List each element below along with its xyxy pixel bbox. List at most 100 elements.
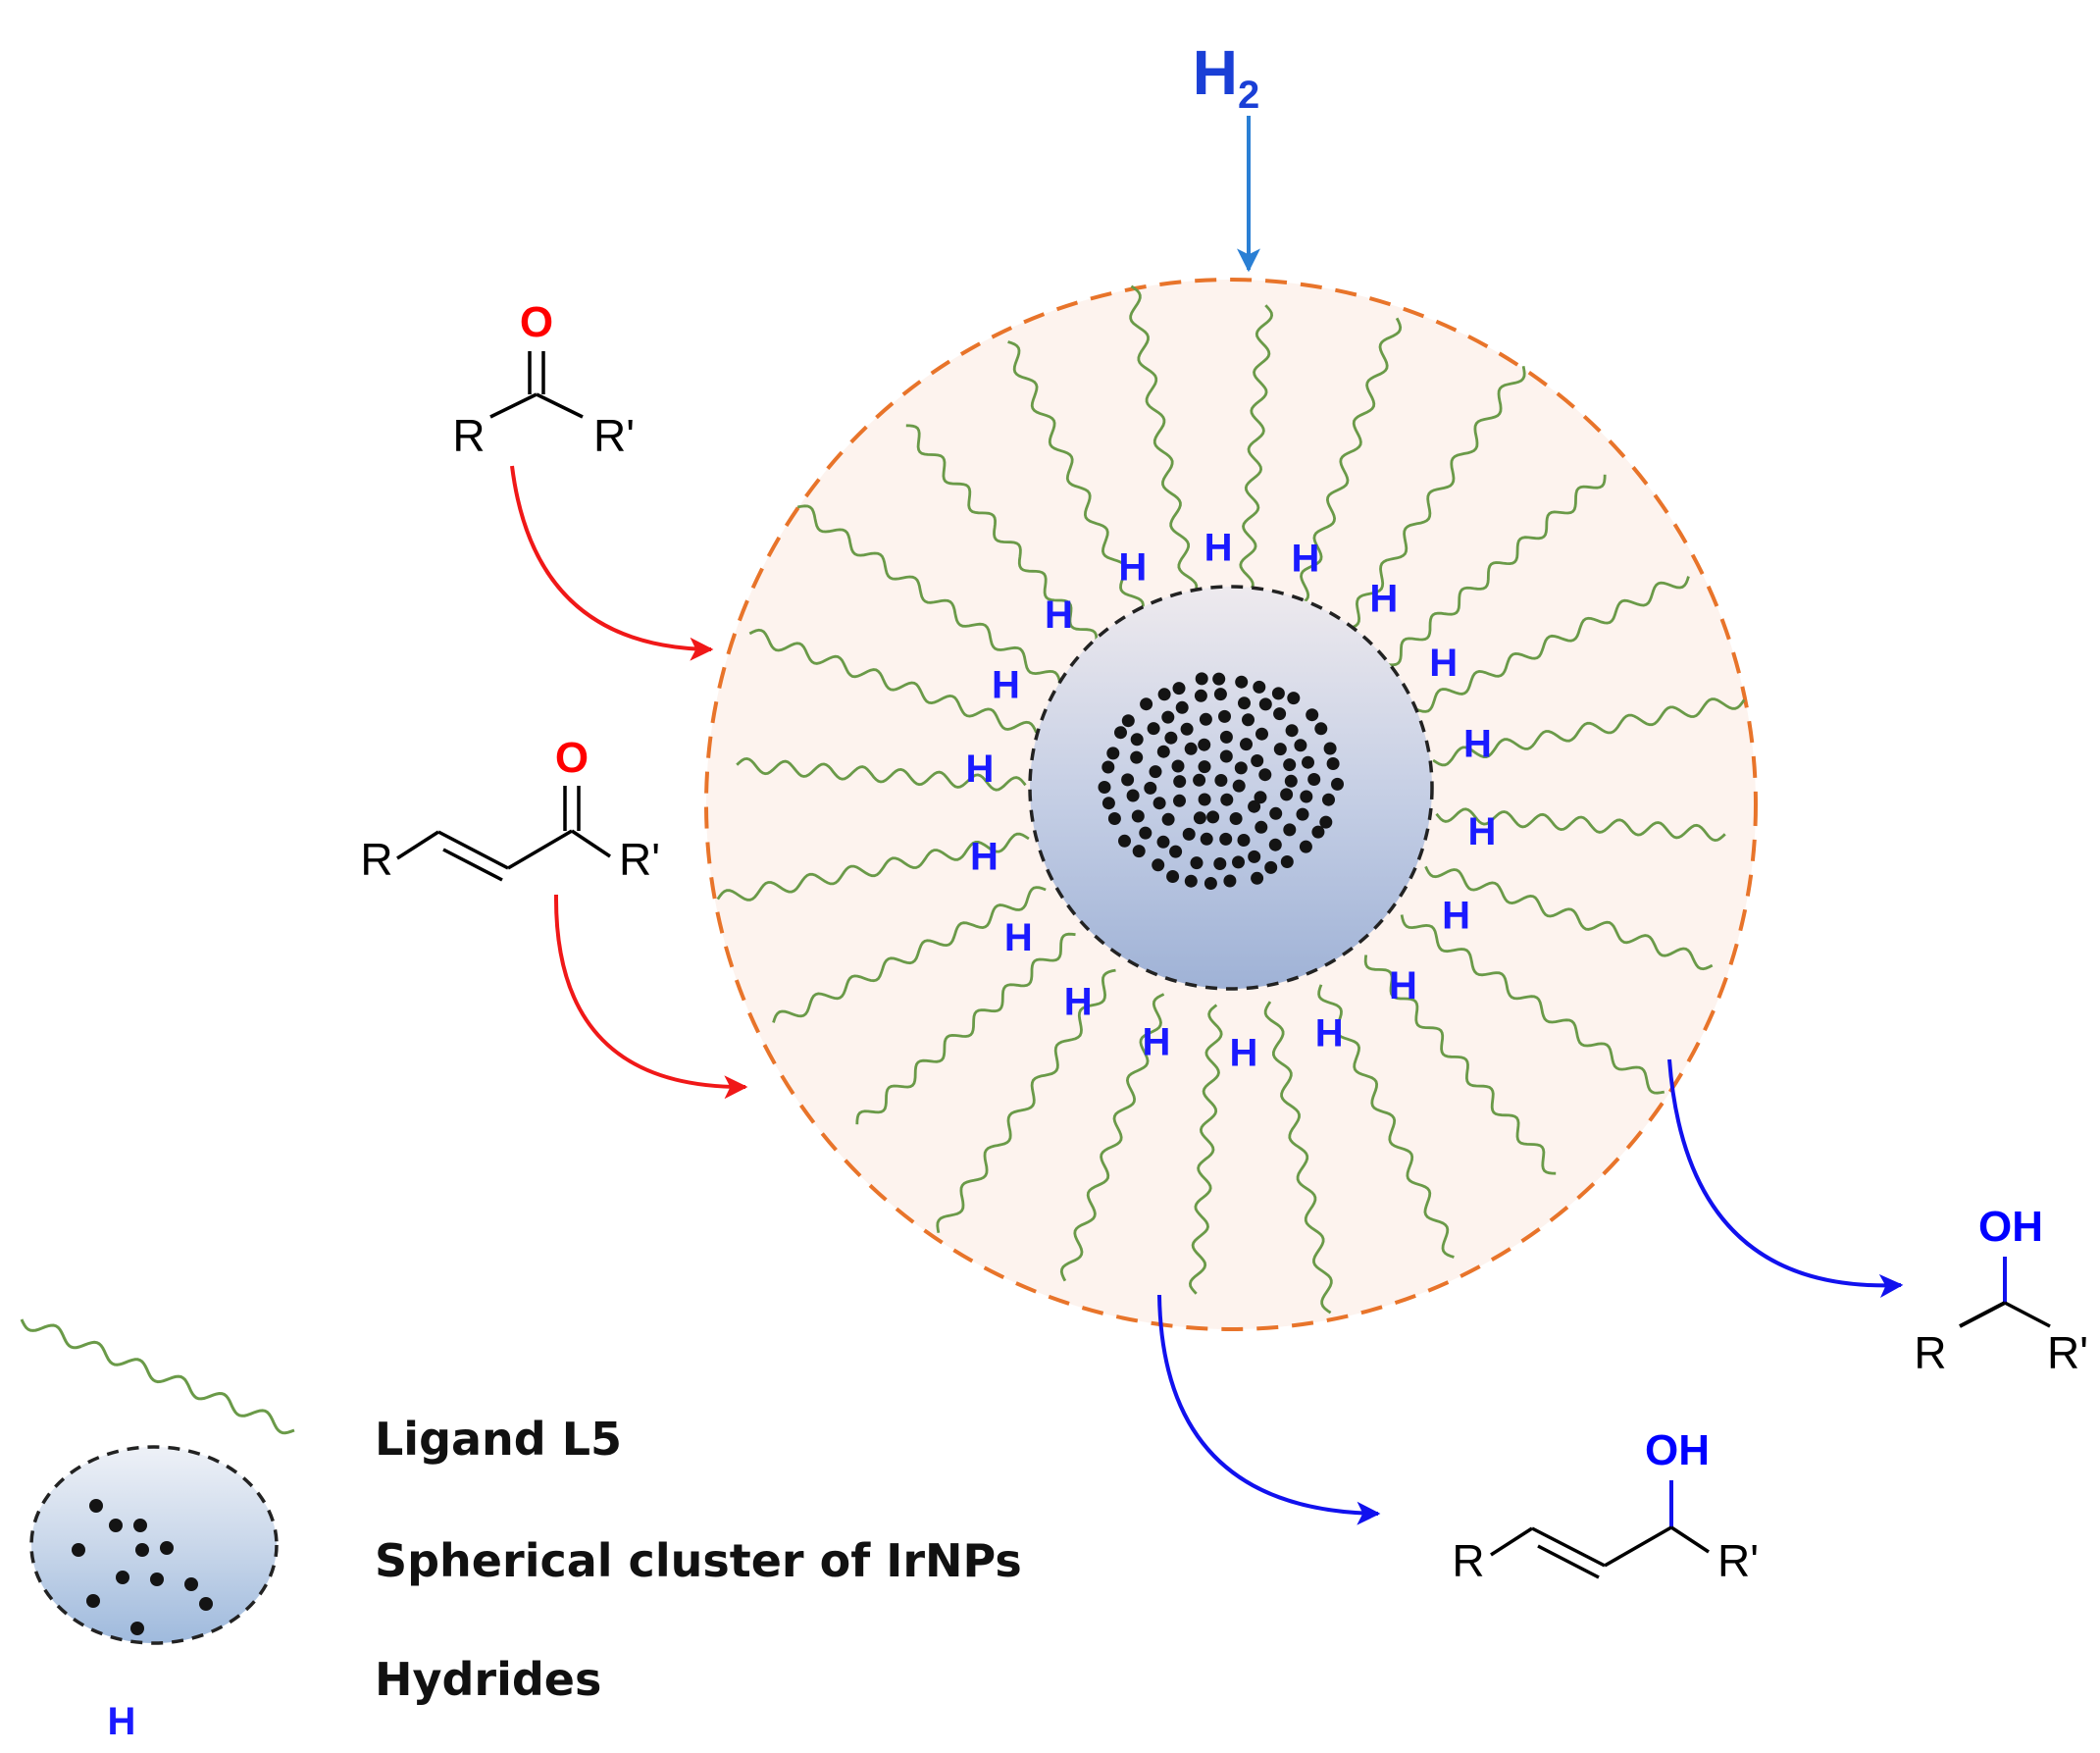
legend-cluster-dots xyxy=(72,1499,213,1635)
ir-nanoparticle-dot xyxy=(1180,722,1194,736)
ir-nanoparticle-dot xyxy=(1161,812,1175,826)
ligand-chain xyxy=(1059,993,1165,1282)
ir-nanoparticle-dot xyxy=(1156,835,1170,849)
ir-nanoparticle-dot xyxy=(1218,709,1231,723)
ir-nanoparticle-dot xyxy=(1213,688,1227,701)
hydride-label: H xyxy=(1204,526,1233,569)
ir-nanoparticle-dot xyxy=(1193,811,1206,825)
ir-nanoparticle-dot xyxy=(1144,781,1157,795)
ir-nanoparticle-dot xyxy=(1198,738,1211,751)
ir-nanoparticle-dot xyxy=(1132,845,1146,858)
hydride-label: H xyxy=(1064,981,1093,1024)
ir-nanoparticle-dot xyxy=(1149,765,1162,779)
hydride-label: H xyxy=(1429,642,1458,685)
ir-nanoparticle-dot xyxy=(1212,672,1226,686)
ir-nanoparticle-dot xyxy=(1280,788,1294,801)
ir-nanoparticle-dot xyxy=(1307,773,1321,786)
ir-nanoparticle-dot xyxy=(1223,874,1237,888)
legend-cluster-dot xyxy=(133,1519,147,1532)
ir-nanoparticle-dot xyxy=(1130,750,1144,764)
ligand-chain xyxy=(1424,865,1714,971)
ligand-chain xyxy=(1432,697,1746,767)
ir-nanoparticle-dot xyxy=(1232,779,1246,793)
ir-nanoparticle-dot xyxy=(1114,726,1127,740)
reactant-ketone: O R R' xyxy=(452,298,635,461)
ligand-chain xyxy=(772,886,1047,1023)
hydride-label: H xyxy=(1315,1012,1344,1056)
ir-nanoparticle-dots xyxy=(1098,672,1344,890)
h2-label: H2 xyxy=(1193,37,1259,117)
ir-nanoparticle-dot xyxy=(1269,806,1283,820)
ir-nanoparticle-dot xyxy=(1206,810,1220,824)
ir-nanoparticle-dot xyxy=(1251,754,1264,767)
ligand-chain xyxy=(1007,340,1145,615)
ir-nanoparticle-dot xyxy=(1264,860,1278,874)
legend-cluster-dot xyxy=(135,1543,149,1557)
ir-nanoparticle-dot xyxy=(1194,689,1207,702)
enone-r: R xyxy=(360,834,392,885)
alcohol-r: R xyxy=(1914,1327,1946,1378)
ir-nanoparticle-dot xyxy=(1121,714,1135,728)
hydride-label: H xyxy=(1389,964,1417,1007)
allylic-alcohol-r-prime: R' xyxy=(1717,1535,1759,1586)
allylic-alcohol-oh: OH xyxy=(1645,1426,1710,1474)
ir-nanoparticle-dot xyxy=(1190,856,1204,870)
hydride-label: H xyxy=(1143,1021,1171,1064)
ir-nanoparticle-dot xyxy=(1182,827,1196,841)
ir-nanoparticle-dot xyxy=(1255,820,1268,834)
ligand-chain xyxy=(905,424,1099,644)
legend-cluster-dot xyxy=(89,1499,103,1513)
ir-nanoparticle-dot xyxy=(1273,707,1287,721)
ir-nanoparticle-dot xyxy=(1254,791,1267,804)
legend-cluster-dot xyxy=(72,1543,85,1557)
hydride-label: H xyxy=(1369,577,1398,620)
hydride-label: H xyxy=(1442,895,1470,938)
hydride-label: H xyxy=(1229,1032,1257,1075)
ir-nanoparticle-dot xyxy=(1173,794,1186,807)
ir-nanoparticle-dot xyxy=(1248,850,1261,863)
ir-nanoparticle-dot xyxy=(1300,790,1313,803)
ligand-chain xyxy=(855,932,1076,1125)
ligand-chain xyxy=(1129,284,1199,598)
ligand-chain xyxy=(1188,1004,1223,1295)
ligand-chain xyxy=(1363,954,1557,1175)
ir-nanoparticle-dot xyxy=(1166,870,1180,883)
ir-nanoparticle-dot xyxy=(1232,855,1245,869)
ir-nanoparticle-dot xyxy=(1157,688,1171,701)
ir-nanoparticle-dot xyxy=(1237,834,1251,847)
ketone-r-prime: R' xyxy=(593,410,635,461)
ketone-arrow xyxy=(510,465,714,661)
ir-nanoparticle-dot xyxy=(1121,773,1135,787)
hydride-label: H xyxy=(970,835,999,878)
ir-nanoparticle-dot xyxy=(1287,692,1301,705)
ir-nanoparticle-dot xyxy=(1140,697,1153,711)
ir-nanoparticle-dot xyxy=(1240,738,1253,751)
ir-nanoparticle-dot xyxy=(1152,797,1166,810)
h2-input: H2 xyxy=(1193,37,1260,273)
inner-core xyxy=(1028,585,1434,991)
ir-nanoparticle-dot xyxy=(1323,742,1337,755)
legend-cluster-icon xyxy=(29,1445,279,1645)
ir-nanoparticle-dot xyxy=(1219,730,1233,744)
ir-nanoparticle-dot xyxy=(1294,739,1307,752)
hydride-label: H xyxy=(1045,593,1073,637)
hydride-label: H xyxy=(1468,810,1497,853)
ir-nanoparticle-dot xyxy=(1139,826,1152,840)
legend-cluster-dot xyxy=(184,1577,198,1591)
ir-nanoparticle-dot xyxy=(1219,749,1233,763)
enone-arrow xyxy=(553,894,748,1100)
ketone-r: R xyxy=(452,410,485,461)
ir-nanoparticle-dot xyxy=(1283,758,1297,772)
ir-nanoparticle-dot xyxy=(1130,733,1144,747)
ligand-chain xyxy=(1415,576,1690,713)
ir-nanoparticle-dot xyxy=(1306,708,1319,722)
ir-nanoparticle-dot xyxy=(1271,687,1285,700)
ir-nanoparticle-dot xyxy=(1283,823,1297,837)
legend-cluster-dot xyxy=(199,1597,213,1611)
ligand-chains xyxy=(716,284,1746,1315)
ir-nanoparticle-dot xyxy=(1331,777,1344,791)
ir-nanoparticle-dot xyxy=(1173,775,1187,789)
ir-nanoparticle-dot xyxy=(1258,768,1272,782)
